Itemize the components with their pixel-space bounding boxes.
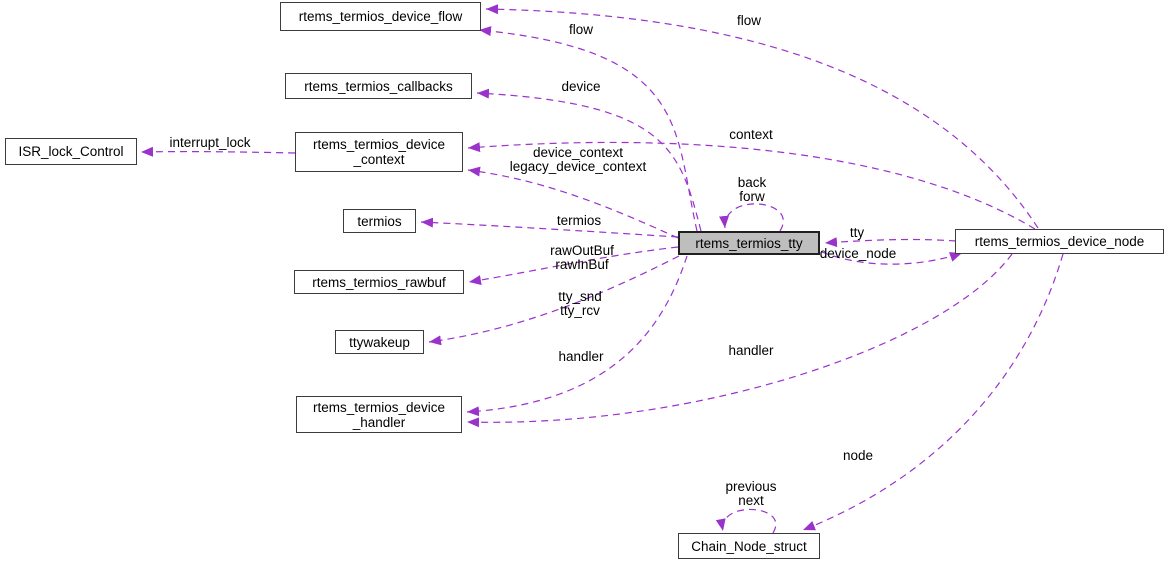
edge-handler-from-device-node [466,253,1013,428]
node-chain-node-struct[interactable]: Chain_Node_struct [678,533,820,559]
node-rtems-termios-callbacks[interactable]: rtems_termios_callbacks [285,73,472,99]
edge-interrupt-lock [140,146,296,157]
node-rtems-termios-device-node[interactable]: rtems_termios_device_node [955,229,1164,254]
edge-context [467,141,1036,230]
edge-tty-ref [824,237,957,248]
edge-flow-from-device-node [485,4,1039,229]
node-termios[interactable]: termios [343,209,416,233]
edge-chain-self-loop [715,508,777,534]
node-rtems-termios-device-handler[interactable]: rtems_termios_device _handler [296,396,462,433]
node-rtems-termios-device-context[interactable]: rtems_termios_device _context [295,132,463,172]
edge-tty-self-loop [719,203,784,232]
edge-handler-from-tty [466,255,688,417]
node-rtems-termios-rawbuf[interactable]: rtems_termios_rawbuf [294,270,464,294]
edge-device-node-ref [821,251,963,265]
edge-device-context [467,166,679,239]
edge-rawbuf [468,246,679,285]
edge-termios [420,217,679,238]
edge-ttywakeup [428,255,680,346]
node-rtems-termios-tty[interactable]: rtems_termios_tty [678,231,820,255]
edge-device [476,88,702,232]
node-rtems-termios-device-flow[interactable]: rtems_termios_device_flow [280,2,481,31]
edge-node [802,253,1064,531]
node-ttywakeup[interactable]: ttywakeup [335,330,424,354]
node-isr-lock-control[interactable]: ISR_lock_Control [5,138,137,165]
